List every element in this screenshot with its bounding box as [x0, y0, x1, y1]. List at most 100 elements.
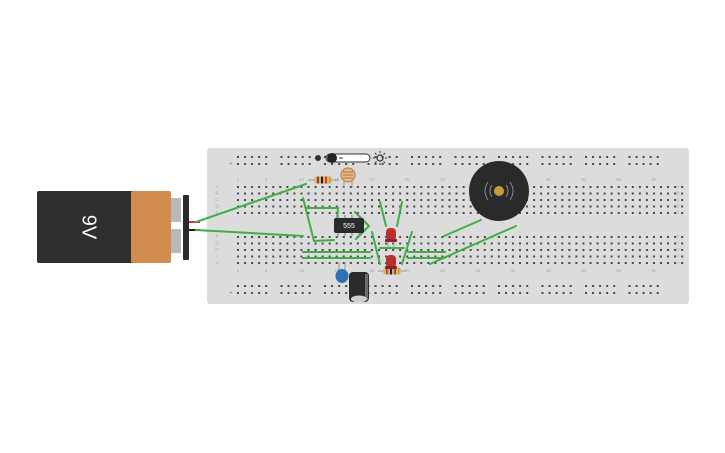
breadboard-hole[interactable] [335, 249, 338, 251]
breadboard-hole[interactable] [251, 156, 254, 158]
breadboard-hole[interactable] [335, 199, 338, 201]
breadboard-hole[interactable] [554, 212, 557, 214]
breadboard-hole[interactable] [280, 163, 283, 165]
breadboard-hole[interactable] [324, 163, 326, 165]
breadboard-hole[interactable] [660, 249, 662, 251]
breadboard-hole[interactable] [399, 262, 402, 264]
breadboard-hole[interactable] [462, 255, 465, 258]
breadboard-hole[interactable] [388, 285, 391, 287]
breadboard-hole[interactable] [568, 186, 571, 188]
breadboard-hole[interactable] [286, 262, 289, 264]
breadboard-hole[interactable] [469, 242, 472, 245]
breadboard-hole[interactable] [674, 212, 677, 214]
breadboard-hole[interactable] [258, 156, 261, 158]
breadboard-hole[interactable] [505, 156, 508, 158]
breadboard-hole[interactable] [237, 186, 239, 188]
breadboard-hole[interactable] [314, 199, 317, 201]
breadboard-hole[interactable] [328, 192, 331, 195]
breadboard-hole[interactable] [603, 255, 606, 258]
breadboard-hole[interactable] [251, 199, 254, 201]
breadboard-hole[interactable] [547, 205, 550, 208]
breadboard-hole[interactable] [441, 212, 444, 214]
breadboard-hole[interactable] [321, 249, 324, 251]
breadboard-hole[interactable] [258, 285, 261, 287]
breadboard-hole[interactable] [420, 262, 423, 264]
breadboard-hole[interactable] [462, 205, 465, 208]
breadboard-hole[interactable] [374, 156, 377, 158]
breadboard-hole[interactable] [469, 255, 472, 258]
breadboard-hole[interactable] [279, 262, 282, 264]
breadboard-hole[interactable] [568, 262, 571, 264]
breadboard-hole[interactable] [540, 249, 543, 251]
breadboard-hole[interactable] [568, 255, 571, 258]
breadboard-hole[interactable] [660, 199, 662, 201]
breadboard-hole[interactable] [307, 212, 310, 214]
breadboard-hole[interactable] [667, 255, 670, 258]
breadboard-hole[interactable] [548, 292, 551, 294]
breadboard-hole[interactable] [374, 292, 377, 294]
breadboard-hole[interactable] [454, 163, 457, 165]
breadboard-hole[interactable] [448, 236, 451, 238]
breadboard-hole[interactable] [667, 249, 670, 251]
breadboard-hole[interactable] [307, 205, 310, 208]
breadboard-hole[interactable] [441, 255, 444, 258]
breadboard-hole[interactable] [342, 199, 345, 201]
wire[interactable] [401, 231, 413, 265]
breadboard-hole[interactable] [392, 199, 395, 201]
breadboard-hole[interactable] [589, 236, 592, 238]
breadboard-hole[interactable] [519, 285, 522, 287]
breadboard-hole[interactable] [575, 255, 578, 258]
breadboard-hole[interactable] [455, 249, 458, 251]
breadboard-hole[interactable] [258, 212, 261, 214]
breadboard-hole[interactable] [599, 285, 602, 287]
breadboard-hole[interactable] [613, 156, 616, 158]
breadboard-hole[interactable] [624, 186, 627, 188]
breadboard-hole[interactable] [540, 236, 543, 238]
breadboard-hole[interactable] [554, 236, 557, 238]
breadboard-hole[interactable] [258, 163, 261, 165]
breadboard-hole[interactable] [561, 186, 564, 188]
breadboard-hole[interactable] [638, 212, 641, 214]
breadboard-hole[interactable] [406, 242, 409, 245]
breadboard-hole[interactable] [519, 236, 521, 238]
breadboard-hole[interactable] [286, 242, 289, 245]
breadboard-hole[interactable] [258, 292, 261, 294]
breadboard-hole[interactable] [434, 205, 437, 208]
breadboard-hole[interactable] [406, 199, 409, 201]
breadboard-hole[interactable] [454, 292, 457, 294]
breadboard-hole[interactable] [427, 212, 430, 214]
breadboard-hole[interactable] [307, 262, 310, 264]
breadboard-hole[interactable] [628, 292, 631, 294]
breadboard-hole[interactable] [589, 205, 592, 208]
breadboard-hole[interactable] [258, 255, 261, 258]
breadboard-hole[interactable] [349, 255, 352, 258]
breadboard-hole[interactable] [244, 205, 247, 208]
breadboard-hole[interactable] [540, 255, 543, 258]
breadboard-hole[interactable] [511, 236, 514, 238]
breadboard-hole[interactable] [638, 262, 641, 264]
breadboard-hole[interactable] [363, 205, 366, 208]
breadboard-hole[interactable] [335, 262, 338, 264]
breadboard-hole[interactable] [582, 236, 585, 238]
breadboard-hole[interactable] [265, 292, 268, 294]
breadboard-hole[interactable] [548, 156, 551, 158]
breadboard-hole[interactable] [321, 186, 324, 188]
breadboard-hole[interactable] [568, 249, 571, 251]
wire[interactable] [371, 231, 381, 265]
breadboard-hole[interactable] [638, 236, 641, 238]
breadboard-hole[interactable] [455, 199, 458, 201]
breadboard-hole[interactable] [462, 262, 465, 264]
breadboard-hole[interactable] [681, 236, 684, 238]
breadboard-hole[interactable] [455, 262, 458, 264]
wire[interactable] [396, 201, 403, 227]
breadboard-hole[interactable] [540, 262, 543, 264]
breadboard-hole[interactable] [300, 199, 303, 201]
breadboard-hole[interactable] [287, 163, 290, 165]
breadboard-hole[interactable] [349, 199, 352, 201]
breadboard-hole[interactable] [307, 255, 310, 258]
breadboard-hole[interactable] [244, 242, 247, 245]
breadboard-hole[interactable] [420, 212, 423, 214]
breadboard-hole[interactable] [606, 292, 609, 294]
breadboard-hole[interactable] [294, 285, 297, 287]
breadboard-hole[interactable] [483, 249, 486, 251]
